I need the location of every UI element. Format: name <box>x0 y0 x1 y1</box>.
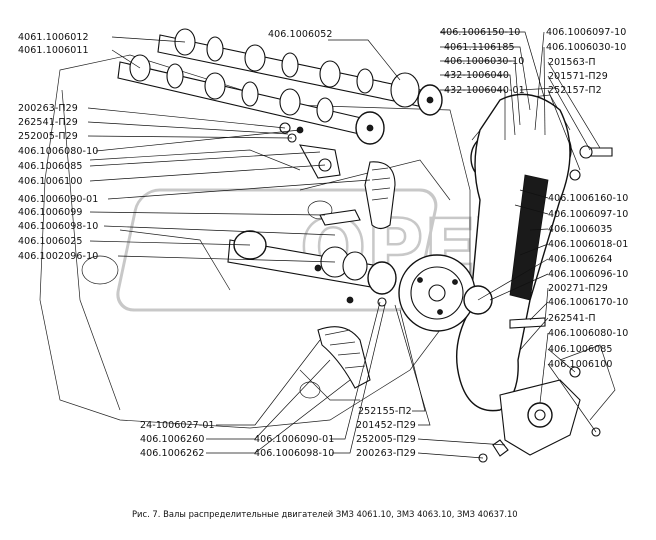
callout-label: 432-1006040 <box>444 70 509 81</box>
labels-left: 4061.1006012 4061.1006011 200263-П29 262… <box>18 32 98 262</box>
callout-label: 406.1006264 <box>548 254 613 265</box>
callout-label: 252005-П29 <box>18 131 78 142</box>
callout-label: 406.1006099 <box>18 207 83 218</box>
chain-guide-middle <box>364 161 396 230</box>
callout-label: 201563-П <box>548 57 596 68</box>
callout-label: 406.1006098-10 <box>254 448 334 459</box>
callout-label: 406.1002096-10 <box>18 251 98 262</box>
figure-caption: Рис. 7. Валы распределительные двигателе… <box>132 509 518 519</box>
labels-top: 406.1006052 <box>268 29 333 40</box>
callout-label: 262541-П <box>548 313 596 324</box>
callout-label: 406.1006097-10 <box>546 27 626 38</box>
tensioner-shoe-lower <box>317 326 371 389</box>
callout-label: 406.1006025 <box>18 236 83 247</box>
callout-label: 406.1006150-10 <box>440 27 520 38</box>
callout-label: 406.1006090-01 <box>18 194 98 205</box>
callout-label: 200271-П29 <box>548 283 608 294</box>
labels-right: 406.1006160-10 406.1006097-10 406.100603… <box>548 193 628 370</box>
callout-label: 201452-П29 <box>356 420 416 431</box>
callout-label: 406.1006090-01 <box>254 434 334 445</box>
callout-label: 406.1006100 <box>18 176 83 187</box>
callout-label: 4061.1006011 <box>18 45 89 56</box>
intermediate-shaft-sprocket <box>398 254 493 332</box>
callout-label: 252005-П29 <box>356 434 416 445</box>
callout-label: 200263-П29 <box>356 448 416 459</box>
callout-label: 252155-П2 <box>358 406 412 417</box>
callout-label: 252157-П2 <box>548 85 602 96</box>
callout-label: 262541-П29 <box>18 117 78 128</box>
callout-label: 406.1006170-10 <box>548 297 628 308</box>
labels-bottom-right: 252155-П2 201452-П29 252005-П29 200263-П… <box>356 406 416 459</box>
callout-label: 4061.1106185 <box>444 42 515 53</box>
callout-label: 24-1006027-01 <box>140 420 215 431</box>
labels-bottom-mid: 406.1006090-01 406.1006098-10 <box>254 434 334 459</box>
callout-label: 406.1006035 <box>548 224 613 235</box>
callout-label: 406.1006080-10 <box>18 146 98 157</box>
leader-lines <box>87 31 601 459</box>
callout-label: 406.1006096-10 <box>548 269 628 280</box>
callout-label: 406.1006085 <box>18 161 83 172</box>
callout-label: 406.1006260 <box>140 434 205 445</box>
callout-label: 406.1006098-10 <box>18 221 98 232</box>
callout-label: 4061.1006012 <box>18 32 89 43</box>
cylinder-head <box>39 54 471 429</box>
callout-label: 406.1006030-10 <box>546 42 626 53</box>
callout-label: 406.1006052 <box>268 29 333 40</box>
callout-label: 406.1006097-10 <box>548 209 628 220</box>
callout-label: 406.1006018-01 <box>548 239 628 250</box>
camshaft-lower <box>117 54 385 145</box>
callout-label: 406.1006160-10 <box>548 193 628 204</box>
callout-label: 200263-П29 <box>18 103 78 114</box>
callout-label: 406.1006080-10 <box>548 328 628 339</box>
callout-label: 406.1006030-10 <box>444 56 524 67</box>
labels-bottom-left: 24-1006027-01 406.1006260 406.1006262 <box>140 420 215 459</box>
callout-label: 406.1006100 <box>548 359 613 370</box>
callout-label: 406.1006262 <box>140 448 205 459</box>
callout-label: 201571-П29 <box>548 71 608 82</box>
callout-label: 432-1006040-01 <box>444 85 525 96</box>
labels-right-top: 406.1006150-10 4061.1106185 406.1006030-… <box>440 27 626 96</box>
tensioner-assembly-lower <box>478 145 616 463</box>
callout-label: 406.1006085 <box>548 344 613 355</box>
